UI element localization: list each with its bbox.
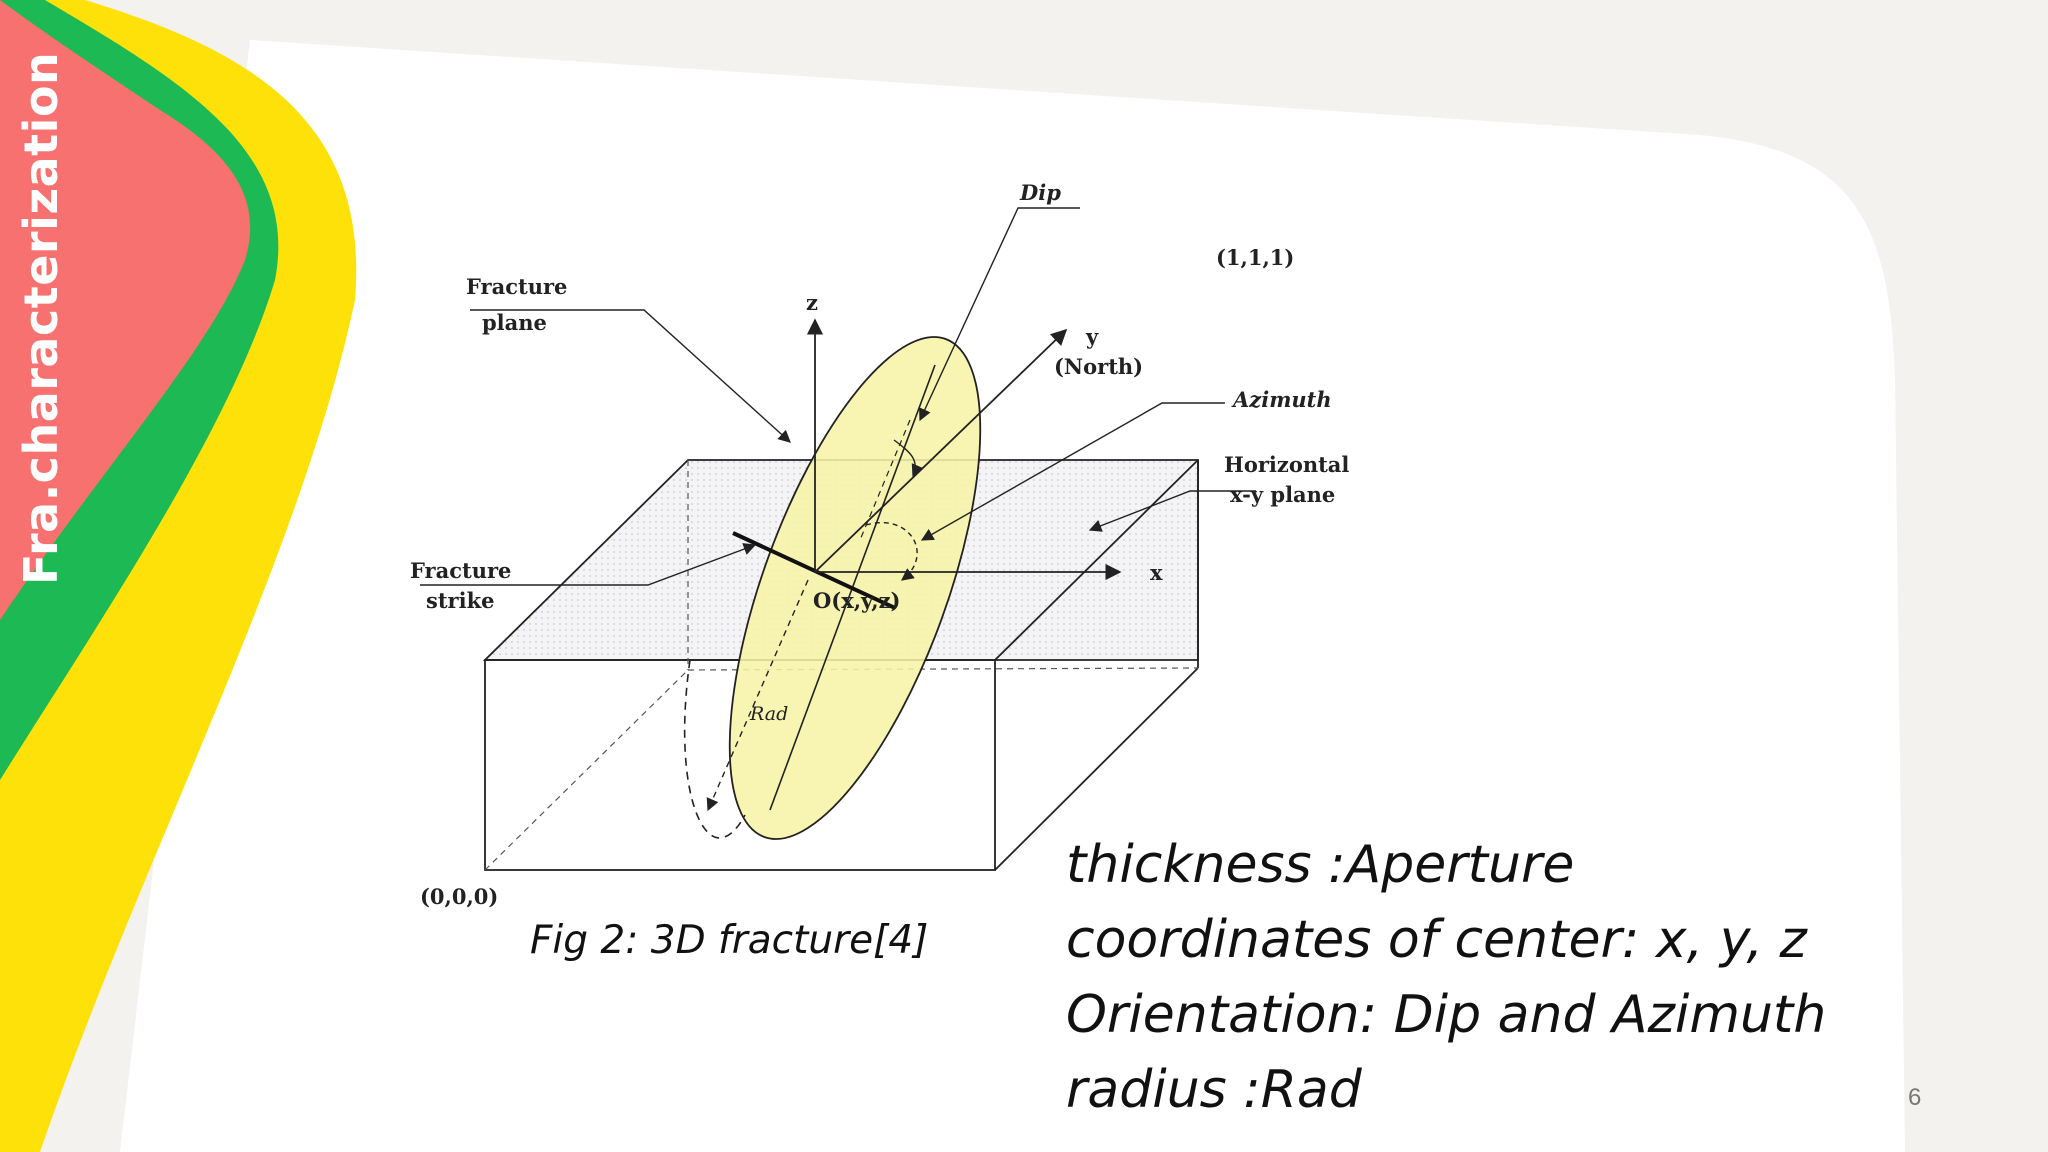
section-title: Fra.characterization [14, 51, 68, 585]
property-thickness: thickness :Aperture [1066, 835, 1575, 895]
hidden-edge [687, 667, 1199, 671]
label-y-axis: y [1085, 324, 1099, 349]
label-z-axis: z [806, 290, 818, 315]
figure-caption: Fig 2: 3D fracture[4] [530, 918, 929, 963]
red-ribbon [0, 0, 251, 620]
label-horizontal-1: Horizontal [1224, 452, 1349, 477]
leader-fracture-strike [420, 543, 757, 586]
label-fracture-plane-1: Fracture [466, 274, 567, 299]
rad-line [706, 579, 809, 812]
property-radius: radius :Rad [1066, 1060, 1362, 1120]
label-fracture-strike-2: strike [426, 588, 494, 613]
page-number: 6 [1908, 1084, 1922, 1111]
label-azimuth: Azimuth [1231, 387, 1332, 412]
dip-arc [893, 439, 924, 478]
label-north: (North) [1054, 354, 1143, 379]
label-fracture-plane-2: plane [482, 310, 547, 335]
azimuth-arc [865, 522, 918, 581]
fracture-diagram: Dip (1,1,1) Fracture plane z y (North) A… [410, 180, 1349, 909]
box-edge [994, 667, 1199, 871]
property-orientation: Orientation: Dip and Azimuth [1066, 985, 1827, 1045]
label-horizontal-2: x-y plane [1230, 482, 1335, 507]
label-point-111: (1,1,1) [1216, 245, 1294, 270]
label-rad: Rad [749, 703, 788, 725]
label-fracture-strike-1: Fracture [410, 558, 511, 583]
leader-azimuth [920, 402, 1225, 541]
y-axis [814, 328, 1068, 573]
hidden-edge [484, 669, 689, 871]
label-point-000: (0,0,0) [420, 884, 498, 909]
label-dip: Dip [1019, 180, 1061, 205]
property-coordinates: coordinates of center: x, y, z [1066, 910, 1807, 970]
box-edge [994, 459, 1199, 661]
fracture-properties-list: thickness :Aperture coordinates of cente… [1066, 828, 1946, 1128]
fracture-ellipse-hidden [683, 659, 746, 839]
label-x-axis: x [1150, 560, 1163, 585]
fracture-strike-line [732, 531, 896, 610]
leader-dip [919, 207, 1080, 422]
leader-horizontal [1088, 490, 1256, 532]
label-origin: O(x,y,z) [813, 588, 900, 613]
leader-fracture-plane [470, 309, 791, 443]
